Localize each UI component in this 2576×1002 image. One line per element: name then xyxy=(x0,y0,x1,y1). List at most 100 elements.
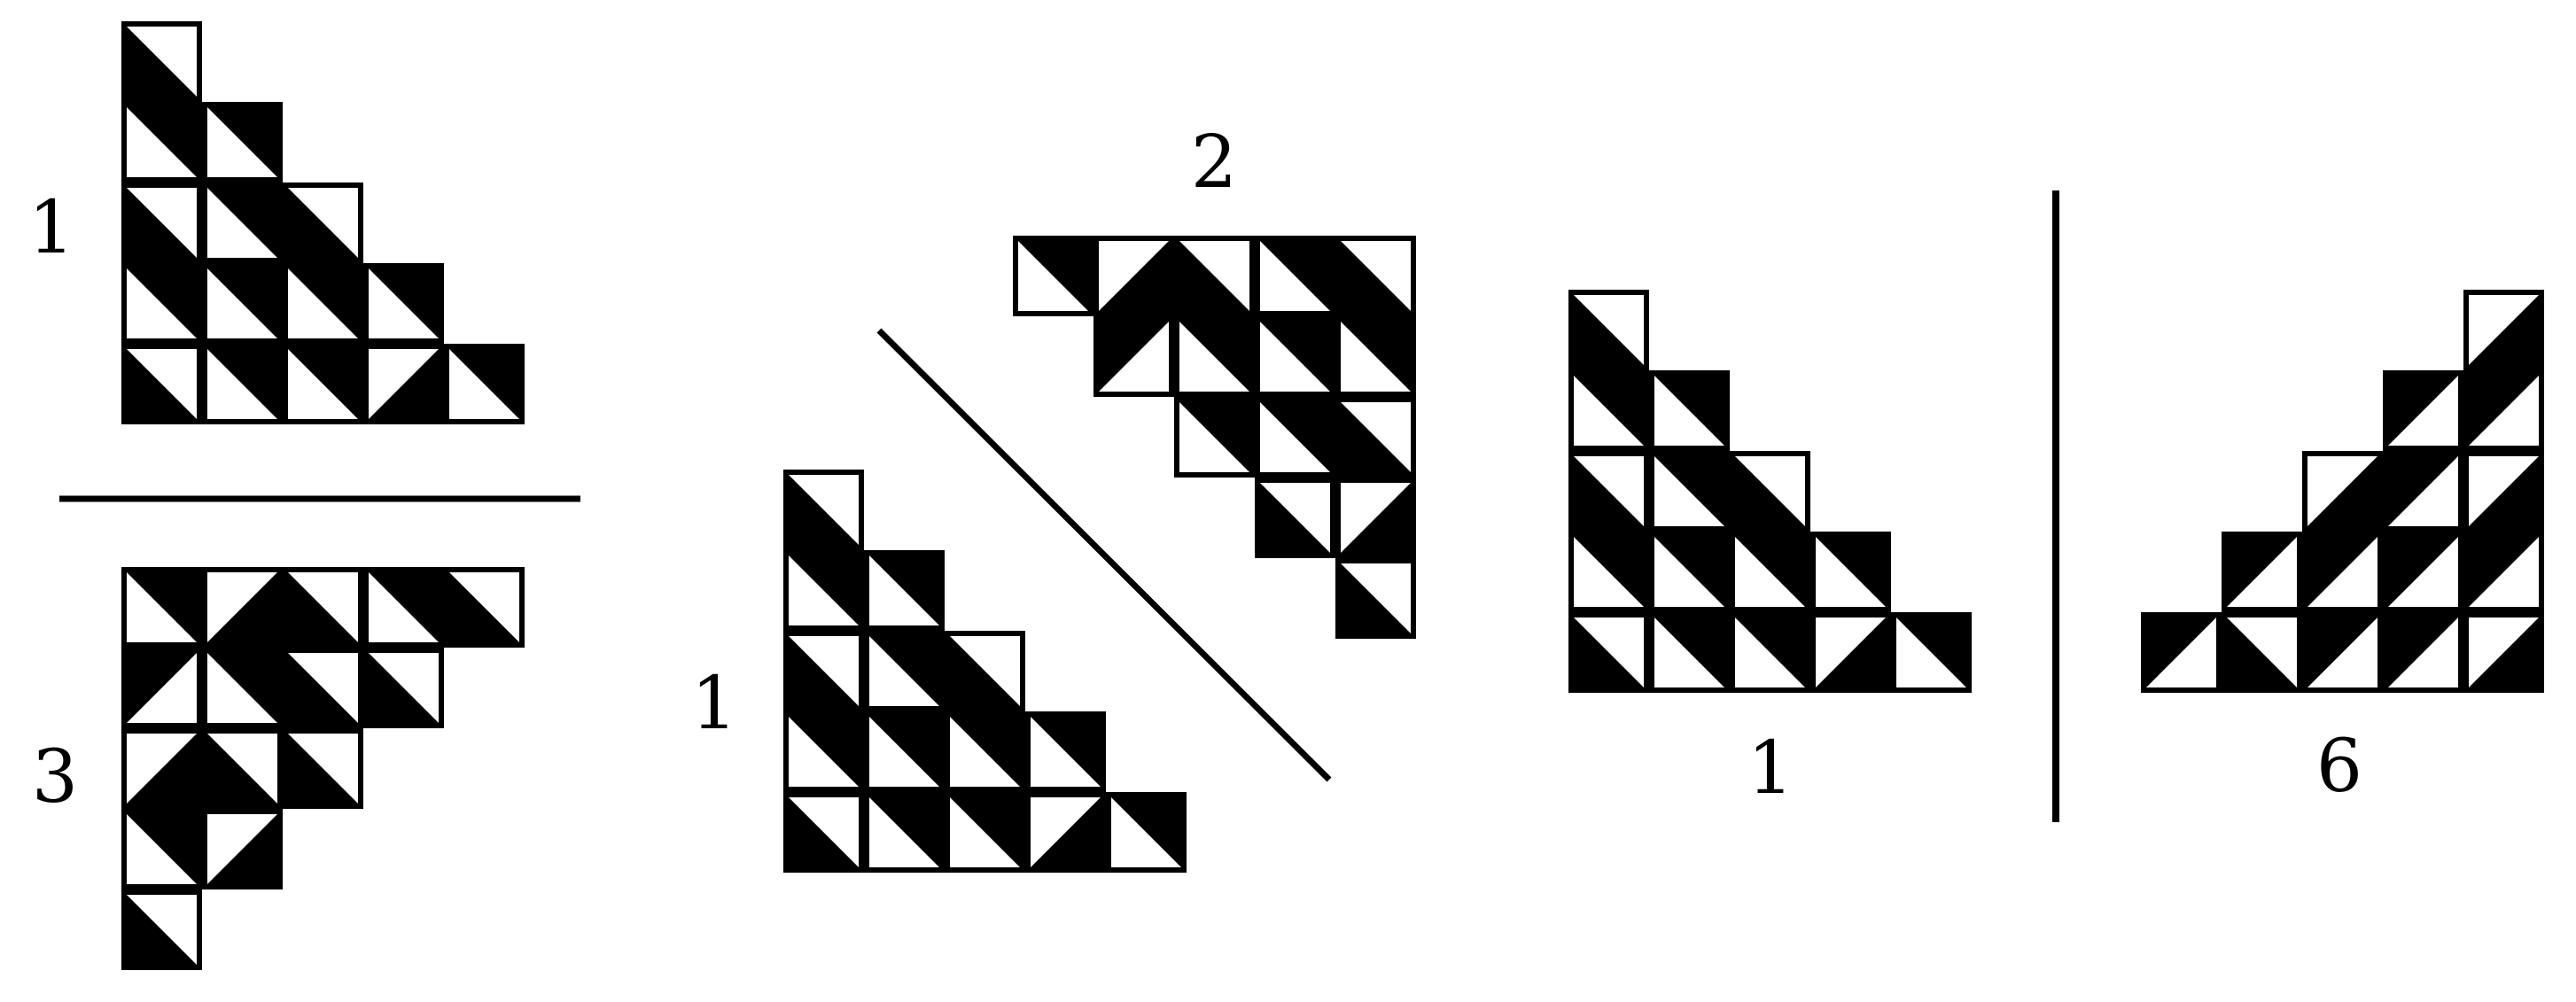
tile-cell xyxy=(202,648,283,728)
tile-cell xyxy=(2463,612,2544,693)
tile-cell xyxy=(783,792,864,873)
tile-cell xyxy=(2383,532,2463,612)
tile-cell xyxy=(783,550,864,631)
tile-cell xyxy=(1810,532,1891,612)
tiling-G xyxy=(2141,290,2544,693)
tile-cell xyxy=(283,344,363,424)
tile-cell xyxy=(121,102,202,183)
diagonal-separator xyxy=(876,328,1332,782)
tiling-C xyxy=(1013,236,1416,639)
tile-cell xyxy=(783,711,864,792)
label-second-bottom: 1 xyxy=(690,662,738,746)
tile-cell xyxy=(1255,316,1335,397)
tile-cell xyxy=(2141,612,2222,693)
tile-cell xyxy=(1093,316,1174,397)
tile-cell xyxy=(1335,236,1416,316)
label-second-top: 2 xyxy=(1190,120,1238,205)
tile-cell xyxy=(283,728,363,809)
tile-cell xyxy=(444,344,525,424)
tile-cell xyxy=(1891,612,1972,693)
label-first-top: 1 xyxy=(27,186,75,270)
tile-cell xyxy=(1255,236,1335,316)
tiling-F xyxy=(1568,290,1972,693)
tile-cell xyxy=(864,711,945,792)
tile-cell xyxy=(121,648,202,728)
tile-cell xyxy=(1568,612,1649,693)
tile-cell xyxy=(1174,397,1255,478)
tile-cell xyxy=(1568,370,1649,451)
tile-cell xyxy=(2222,612,2302,693)
tile-cell xyxy=(1025,711,1106,792)
tile-cell xyxy=(121,344,202,424)
tile-cell xyxy=(202,809,283,889)
tile-cell xyxy=(1730,532,1810,612)
tile-cell xyxy=(2383,370,2463,451)
tile-cell xyxy=(2222,532,2302,612)
tile-cell xyxy=(1093,236,1174,316)
tile-cell xyxy=(283,567,363,648)
tile-cell xyxy=(202,728,283,809)
tile-cell xyxy=(864,631,945,711)
tile-cell xyxy=(864,550,945,631)
tile-cell xyxy=(1568,451,1649,532)
tile-cell xyxy=(1255,478,1335,558)
tiling-A xyxy=(121,21,525,424)
tile-cell xyxy=(202,183,283,263)
tile-cell xyxy=(363,648,444,728)
tile-cell xyxy=(202,263,283,344)
tile-cell xyxy=(2302,612,2383,693)
tile-cell xyxy=(864,792,945,873)
tiling-B xyxy=(121,567,525,970)
tile-cell xyxy=(121,889,202,970)
tiling-E xyxy=(783,470,1187,873)
tile-cell xyxy=(945,711,1025,792)
tile-cell xyxy=(1174,316,1255,397)
tile-cell xyxy=(783,631,864,711)
tile-cell xyxy=(202,102,283,183)
tile-cell xyxy=(945,792,1025,873)
tile-cell xyxy=(1174,236,1255,316)
tile-cell xyxy=(2302,532,2383,612)
tile-cell xyxy=(1730,612,1810,693)
tile-cell xyxy=(945,631,1025,711)
tile-cell xyxy=(1335,316,1416,397)
tile-cell xyxy=(1810,612,1891,693)
tile-cell xyxy=(2383,612,2463,693)
tile-cell xyxy=(121,263,202,344)
tile-cell xyxy=(363,263,444,344)
tile-cell xyxy=(121,183,202,263)
tile-cell xyxy=(783,470,864,550)
tile-cell xyxy=(283,183,363,263)
label-third-left: 1 xyxy=(1747,726,1794,811)
tile-cell xyxy=(202,567,283,648)
tile-cell xyxy=(1730,451,1810,532)
tile-cell xyxy=(283,263,363,344)
tile-cell xyxy=(1649,612,1730,693)
tile-cell xyxy=(2463,290,2544,370)
tile-cell xyxy=(363,567,444,648)
tile-cell xyxy=(2463,532,2544,612)
tile-cell xyxy=(2463,370,2544,451)
tile-cell xyxy=(1025,792,1106,873)
tile-cell xyxy=(444,567,525,648)
tile-cell xyxy=(1255,397,1335,478)
tile-cell xyxy=(1335,397,1416,478)
tile-cell xyxy=(283,648,363,728)
tile-cell xyxy=(1335,478,1416,558)
tile-cell xyxy=(1335,558,1416,639)
tile-cell xyxy=(121,567,202,648)
label-third-right: 6 xyxy=(2315,725,2363,809)
tile-cell xyxy=(1568,290,1649,370)
tile-cell xyxy=(1013,236,1093,316)
tile-cell xyxy=(1568,532,1649,612)
tile-cell xyxy=(121,809,202,889)
tile-cell xyxy=(1649,451,1730,532)
tile-cell xyxy=(1649,532,1730,612)
tile-cell xyxy=(121,21,202,102)
tile-cell xyxy=(363,344,444,424)
tile-cell xyxy=(1106,792,1187,873)
tile-cell xyxy=(1649,370,1730,451)
tile-cell xyxy=(2463,451,2544,532)
